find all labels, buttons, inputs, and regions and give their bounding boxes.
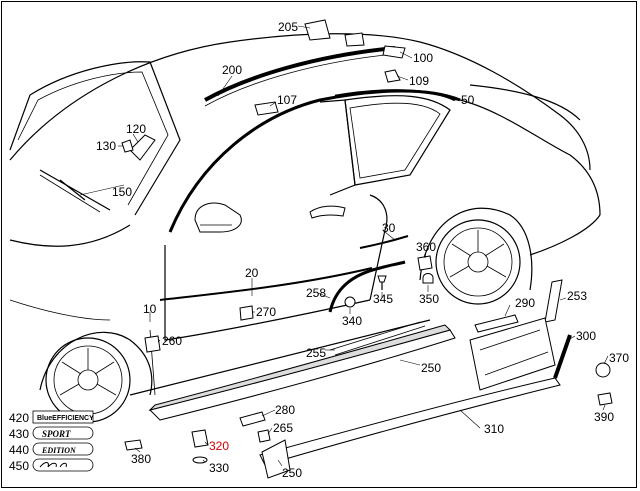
callout-20: 20: [245, 266, 259, 280]
callout-150: 150: [112, 185, 132, 199]
callout-320: 320: [209, 439, 229, 453]
callout-380: 380: [131, 452, 151, 466]
callout-345: 345: [373, 292, 393, 306]
callout-310: 310: [484, 422, 504, 436]
callout-30: 30: [382, 221, 396, 235]
callout-120: 120: [126, 122, 146, 136]
panel-290: [474, 314, 519, 333]
trim-258: [328, 260, 406, 313]
pillar-trim-120: [129, 134, 156, 161]
callout-260: 260: [162, 334, 182, 348]
nut-370: [595, 362, 611, 378]
callout-250-upper: 250: [421, 361, 441, 375]
callout-250-lower: 250: [282, 466, 302, 480]
callout-270: 270: [256, 305, 276, 319]
legend-450-number: 450: [9, 459, 29, 473]
callout-390: 390: [594, 410, 614, 424]
badge-blueefficiency: [32, 410, 94, 424]
legend-440-number: 440: [9, 443, 29, 457]
clip-109: [384, 69, 401, 83]
callout-280: 280: [275, 403, 295, 417]
callout-370: 370: [609, 351, 629, 365]
legend-430-number: 430: [9, 427, 29, 441]
roof-end-cap: [382, 45, 406, 59]
badge-legend: 420 BlueEFFICIENCY 430 SPORT 440 EDITION…: [9, 410, 94, 473]
clip-320: [191, 429, 209, 448]
callout-330: 330: [209, 461, 229, 475]
callout-109: 109: [409, 74, 429, 88]
callout-360: 360: [416, 240, 436, 254]
callout-340: 340: [342, 314, 362, 328]
callout-107: 107: [277, 93, 297, 107]
clip-390: [597, 392, 613, 406]
legend-440-badge: EDITION: [41, 446, 77, 455]
callout-265: 265: [273, 421, 293, 435]
clip-107: [254, 101, 279, 116]
part-260: [144, 335, 161, 353]
clip-265: [257, 429, 271, 443]
screw-380: [124, 439, 143, 451]
clip-strip-255: [329, 321, 426, 356]
lower-trim-310: [259, 377, 561, 466]
washer-330: [192, 456, 208, 464]
roof-clip: [304, 19, 331, 41]
callout-300: 300: [576, 329, 596, 343]
grommet-340: [344, 296, 356, 308]
badge-sport: [32, 426, 94, 440]
badge-script-glyph: [39, 462, 67, 468]
leader-lines: [79, 25, 609, 467]
callout-130: 130: [96, 139, 116, 153]
callout-290: 290: [515, 296, 535, 310]
a-pillar-seal: [59, 179, 86, 201]
legend-420-number: 420: [9, 411, 29, 425]
seal-300: [553, 334, 572, 379]
legend-430-badge: SPORT: [42, 429, 71, 439]
part-280: [239, 411, 266, 427]
legend-420-badge: BlueEFFICIENCY: [37, 415, 94, 422]
callout-labels: 205 100 200 109 107 50 120 130 150 30 36…: [96, 20, 629, 480]
window-seal: [334, 89, 456, 102]
rocker-panel: [149, 329, 456, 421]
callout-200: 200: [222, 63, 242, 77]
callout-253: 253: [567, 289, 587, 303]
trim-253: [544, 279, 563, 323]
callout-255: 255: [306, 346, 326, 360]
callout-350: 350: [419, 292, 439, 306]
callout-258: 258: [306, 286, 326, 300]
callout-205: 205: [278, 20, 298, 34]
callout-100: 100: [413, 51, 433, 65]
clip-350: [422, 273, 434, 284]
badge-script: [32, 458, 94, 472]
clip-130: [121, 139, 134, 153]
callout-50: 50: [461, 93, 475, 107]
badge-edition: [32, 442, 94, 456]
clip-360: [417, 255, 433, 271]
badge-270: [239, 305, 254, 321]
roof-trim-strip: [204, 46, 396, 102]
callout-10: 10: [143, 302, 157, 316]
